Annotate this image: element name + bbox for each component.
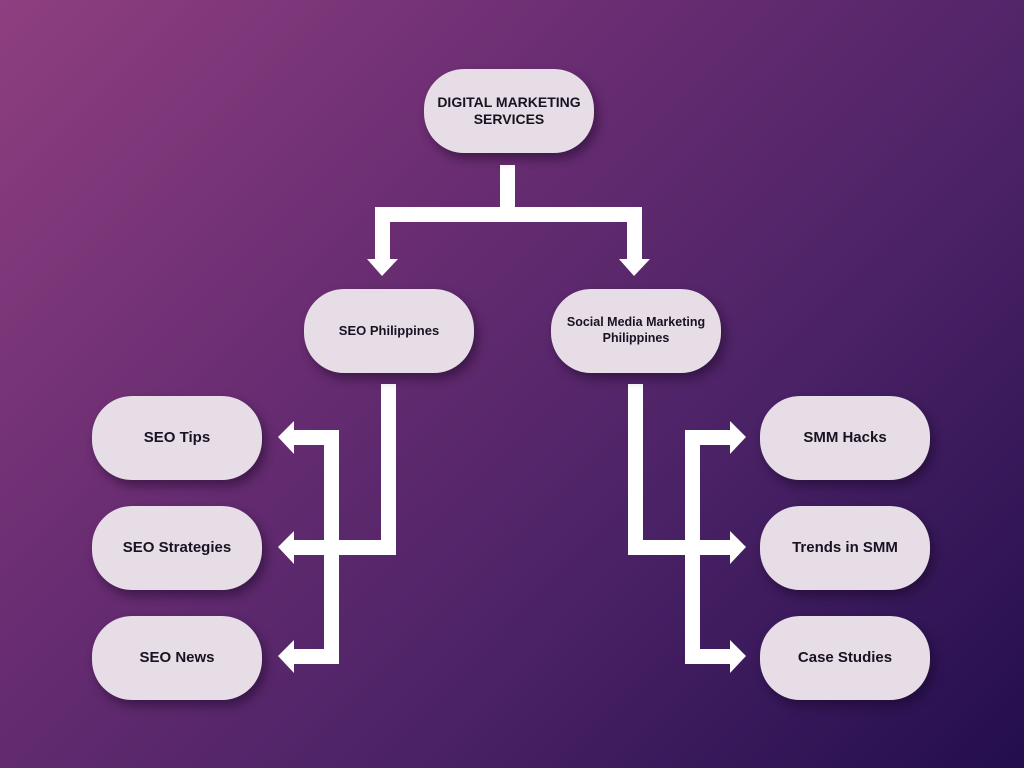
arrow-to-trends-in-smm [730, 531, 746, 564]
seo-philippines-label: SEO Philippines [338, 322, 440, 338]
arrow-to-seo-tips [278, 421, 294, 454]
seo-tips-node: SEO Tips [92, 396, 262, 480]
seo-strategies-label: SEO Strategies [122, 538, 232, 556]
smm-hacks-bar [685, 430, 730, 445]
arrow-to-smm-philippines [619, 259, 650, 276]
seo-tips-label: SEO Tips [143, 428, 211, 446]
root-node: DIGITAL MARKETING SERVICES [424, 69, 594, 153]
left-drop [375, 207, 390, 262]
case-studies-label: Case Studies [797, 648, 893, 666]
arrow-to-seo-news [278, 640, 294, 673]
case-studies-node: Case Studies [760, 616, 930, 700]
seo-horizontal-join [294, 540, 396, 555]
seo-spine [324, 430, 339, 664]
arrow-to-seo-strategies [278, 531, 294, 564]
arrow-to-seo-philippines [367, 259, 398, 276]
seo-news-node: SEO News [92, 616, 262, 700]
arrow-to-smm-hacks [730, 421, 746, 454]
root-split-bar [375, 207, 642, 222]
right-drop [627, 207, 642, 262]
seo-tip-bar [294, 430, 339, 445]
smm-hacks-node: SMM Hacks [760, 396, 930, 480]
seo-news-label: SEO News [139, 648, 215, 666]
smm-case-bar [685, 649, 730, 664]
smm-spine [685, 430, 700, 664]
trends-in-smm-label: Trends in SMM [792, 538, 898, 556]
smm-horizontal-join [628, 540, 730, 555]
arrow-to-case-studies [730, 640, 746, 673]
root-node-label: DIGITAL MARKETING SERVICES [437, 93, 581, 128]
root-trunk [500, 165, 515, 215]
smm-vertical-down [628, 384, 643, 555]
smm-philippines-label: Social Media Marketing Philippines [566, 315, 706, 345]
trends-in-smm-node: Trends in SMM [760, 506, 930, 590]
smm-hacks-label: SMM Hacks [803, 428, 887, 446]
seo-strategies-node: SEO Strategies [92, 506, 262, 590]
seo-philippines-node: SEO Philippines [304, 289, 474, 373]
smm-philippines-node: Social Media Marketing Philippines [551, 289, 721, 373]
seo-vertical-down [381, 384, 396, 555]
seo-news-bar [294, 649, 339, 664]
